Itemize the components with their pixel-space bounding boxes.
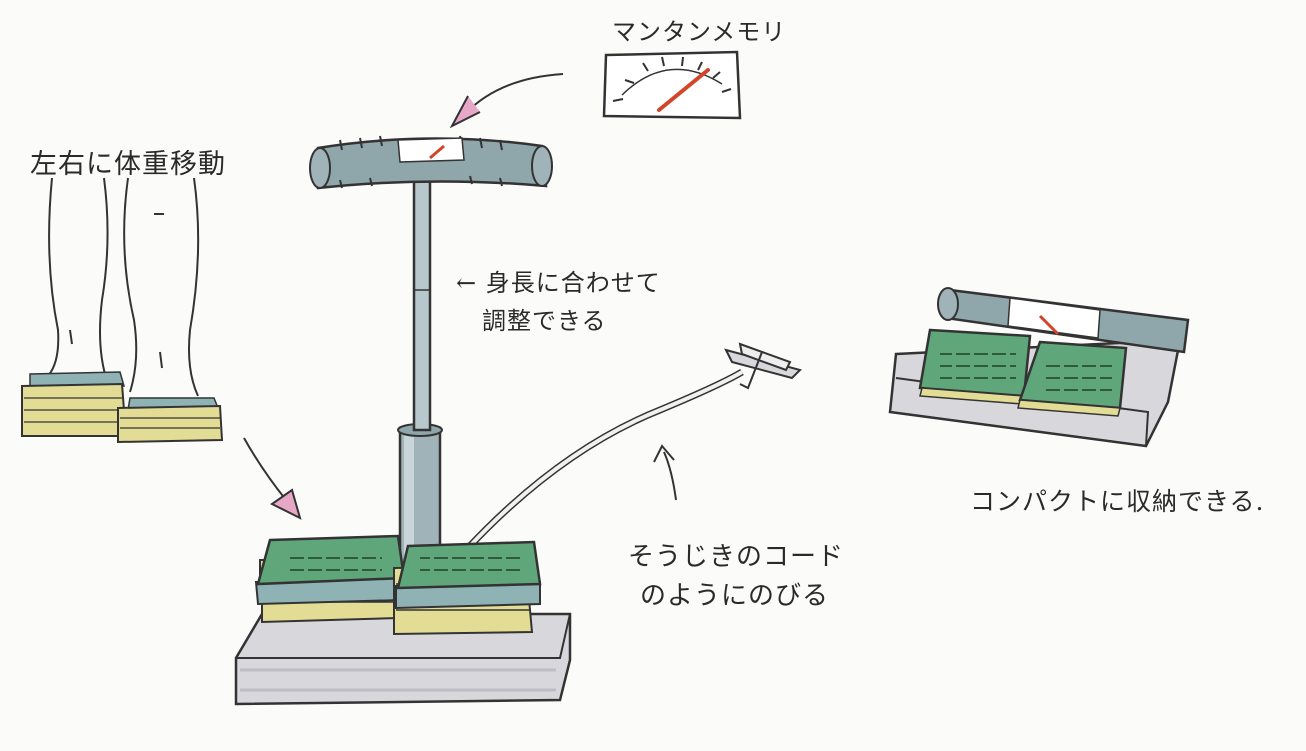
arrow-icon bbox=[449, 73, 564, 129]
cord-label-line2: のようにのびる bbox=[640, 581, 830, 611]
height-adjust-label-line2: 調整できる bbox=[482, 307, 607, 335]
gauge-icon bbox=[602, 50, 742, 120]
arrow-icon bbox=[243, 437, 302, 520]
legs-illustration bbox=[21, 177, 224, 444]
cord-label-line1: そうじきのコード bbox=[628, 542, 845, 572]
gauge-label: マンタンメモリ bbox=[612, 18, 787, 46]
height-adjust-label-line1: ← 身長に合わせて bbox=[456, 269, 661, 297]
compact-storage-label: コンパクトに収納できる. bbox=[970, 487, 1265, 516]
main-device-illustration bbox=[234, 135, 744, 706]
arrow-icon bbox=[653, 444, 677, 501]
clamp-icon bbox=[724, 342, 802, 390]
compact-device-illustration bbox=[888, 287, 1190, 448]
weight-shift-label: 左右に体重移動 bbox=[30, 149, 226, 180]
